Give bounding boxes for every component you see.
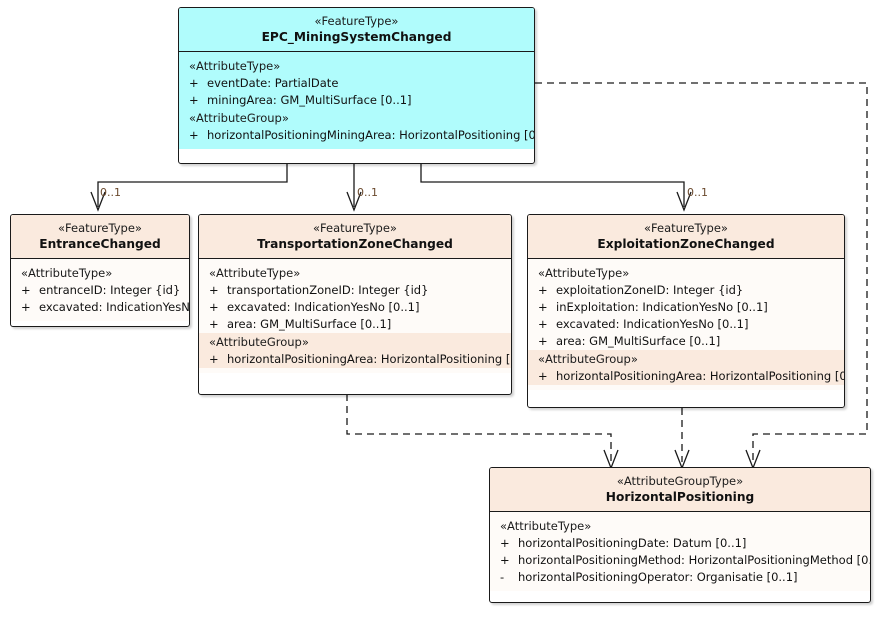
section-label-attributetype: «AttributeType» bbox=[189, 59, 281, 73]
attribute-row: + horizontalPositioningArea: HorizontalP… bbox=[199, 351, 511, 368]
attributegroup-band: «AttributeGroup» + horizontalPositioning… bbox=[199, 333, 511, 368]
class-stereotype: «FeatureType» bbox=[58, 221, 142, 235]
attribute-text: entranceID: Integer {id} bbox=[39, 283, 181, 297]
arrowhead-mining-dep bbox=[745, 449, 761, 470]
visibility-marker: - bbox=[500, 570, 505, 584]
attribute-row: - horizontalPositioningOperator: Organis… bbox=[490, 569, 870, 586]
visibility-marker: + bbox=[189, 128, 199, 142]
visibility-marker: + bbox=[21, 300, 31, 314]
class-body-exploitationzonechanged: «AttributeType» + exploitationZoneID: In… bbox=[528, 259, 844, 390]
attribute-text: horizontalPositioningOperator: Organisat… bbox=[518, 570, 798, 584]
class-box-entrancechanged[interactable]: «FeatureType» EntranceChanged «Attribute… bbox=[10, 214, 190, 327]
attribute-text: miningArea: GM_MultiSurface [0..1] bbox=[207, 93, 412, 107]
attribute-text: eventDate: PartialDate bbox=[207, 76, 339, 90]
attribute-text: area: GM_MultiSurface [0..1] bbox=[556, 334, 721, 348]
section-label-attributegroup: «AttributeGroup» bbox=[209, 335, 309, 349]
class-box-transportationzonechanged[interactable]: «FeatureType» TransportationZoneChanged … bbox=[198, 214, 512, 395]
class-name: ExploitationZoneChanged bbox=[597, 237, 775, 251]
class-stereotype: «AttributeGroupType» bbox=[616, 474, 744, 488]
attribute-row: + horizontalPositioningArea: HorizontalP… bbox=[528, 368, 844, 385]
attribute-row: + inExploitation: IndicationYesNo [0..1] bbox=[528, 299, 844, 316]
attribute-text: horizontalPositioningArea: HorizontalPos… bbox=[227, 352, 512, 366]
visibility-marker: + bbox=[538, 334, 548, 348]
visibility-marker: + bbox=[209, 283, 219, 297]
attribute-text: area: GM_MultiSurface [0..1] bbox=[227, 317, 392, 331]
section-label-attributetype: «AttributeType» bbox=[538, 266, 630, 280]
attribute-text: excavated: IndicationYesNo [0..1] bbox=[227, 300, 420, 314]
class-header-entrancechanged: «FeatureType» EntranceChanged bbox=[11, 215, 189, 259]
attribute-row: + horizontalPositioningMiningArea: Horiz… bbox=[179, 127, 534, 144]
class-name: EntranceChanged bbox=[39, 237, 161, 251]
attribute-text: horizontalPositioningArea: HorizontalPos… bbox=[556, 369, 845, 383]
connector-mining-to-exploitation bbox=[420, 163, 692, 212]
attribute-text: horizontalPositioningDate: Datum [0..1] bbox=[518, 536, 747, 550]
section-label-attributetype: «AttributeType» bbox=[500, 519, 592, 533]
attribute-row: + excavated: IndicationYesNo [0..1] bbox=[528, 316, 844, 333]
attribute-text: horizontalPositioningMethod: HorizontalP… bbox=[518, 553, 871, 567]
visibility-marker: + bbox=[189, 76, 199, 90]
attribute-text: exploitationZoneID: Integer {id} bbox=[556, 283, 744, 297]
attributegroup-band: «AttributeGroup» + horizontalPositioning… bbox=[528, 350, 844, 385]
multiplicity-label-exploitation: 0..1 bbox=[687, 186, 708, 199]
attribute-text: horizontalPositioningMiningArea: Horizon… bbox=[207, 128, 535, 142]
class-header-horizontalpositioning: «AttributeGroupType» HorizontalPositioni… bbox=[490, 468, 870, 512]
multiplicity-label-entrance: 0..1 bbox=[100, 186, 121, 199]
visibility-marker: + bbox=[500, 536, 510, 550]
multiplicity-label-transportation: 0..1 bbox=[357, 186, 378, 199]
class-stereotype: «FeatureType» bbox=[314, 14, 399, 28]
section-label-attributetype: «AttributeType» bbox=[209, 266, 301, 280]
attribute-row: + excavated: IndicationYesNo [0..1] bbox=[199, 299, 511, 316]
visibility-marker: + bbox=[21, 283, 31, 297]
section-label-attributegroup: «AttributeGroup» bbox=[189, 111, 289, 125]
visibility-marker: + bbox=[209, 352, 219, 366]
class-header-epc-miningsystemchanged: «FeatureType» EPC_MiningSystemChanged bbox=[179, 8, 534, 52]
attribute-row: + area: GM_MultiSurface [0..1] bbox=[199, 316, 511, 333]
attribute-row: + excavated: IndicationYesNo bbox=[11, 299, 189, 316]
attribute-text: transportationZoneID: Integer {id} bbox=[227, 283, 429, 297]
visibility-marker: + bbox=[209, 300, 219, 314]
attribute-row: + horizontalPositioningMethod: Horizonta… bbox=[490, 552, 870, 569]
class-box-horizontalpositioning[interactable]: «AttributeGroupType» HorizontalPositioni… bbox=[489, 467, 871, 603]
class-stereotype: «FeatureType» bbox=[644, 221, 728, 235]
attribute-row: + miningArea: GM_MultiSurface [0..1] bbox=[179, 92, 534, 109]
visibility-marker: + bbox=[538, 317, 548, 331]
attribute-row: + entranceID: Integer {id} bbox=[11, 282, 189, 299]
attribute-row: + area: GM_MultiSurface [0..1] bbox=[528, 333, 844, 350]
attribute-text: inExploitation: IndicationYesNo [0..1] bbox=[556, 300, 768, 314]
attribute-row: + transportationZoneID: Integer {id} bbox=[199, 282, 511, 299]
class-header-transportationzonechanged: «FeatureType» TransportationZoneChanged bbox=[199, 215, 511, 259]
class-name: EPC_MiningSystemChanged bbox=[261, 30, 452, 44]
visibility-marker: + bbox=[500, 553, 510, 567]
attribute-row: + exploitationZoneID: Integer {id} bbox=[528, 282, 844, 299]
visibility-marker: + bbox=[538, 283, 548, 297]
arrowhead-transportation-dep bbox=[603, 449, 619, 470]
class-header-exploitationzonechanged: «FeatureType» ExploitationZoneChanged bbox=[528, 215, 844, 259]
section-label-attributegroup: «AttributeGroup» bbox=[538, 352, 638, 366]
class-body-horizontalpositioning: «AttributeType» + horizontalPositioningD… bbox=[490, 512, 870, 591]
attribute-row: + eventDate: PartialDate bbox=[179, 75, 534, 92]
class-name: TransportationZoneChanged bbox=[257, 237, 453, 251]
class-body-transportationzonechanged: «AttributeType» + transportationZoneID: … bbox=[199, 259, 511, 373]
class-box-epc-miningsystemchanged[interactable]: «FeatureType» EPC_MiningSystemChanged «A… bbox=[178, 7, 535, 164]
section-label-attributetype: «AttributeType» bbox=[21, 266, 113, 280]
visibility-marker: + bbox=[538, 369, 548, 383]
visibility-marker: + bbox=[538, 300, 548, 314]
attribute-text: excavated: IndicationYesNo [0..1] bbox=[556, 317, 749, 331]
attribute-row: + horizontalPositioningDate: Datum [0..1… bbox=[490, 535, 870, 552]
visibility-marker: + bbox=[189, 93, 199, 107]
class-stereotype: «FeatureType» bbox=[313, 221, 397, 235]
attribute-text: excavated: IndicationYesNo bbox=[39, 300, 190, 314]
class-name: HorizontalPositioning bbox=[605, 490, 755, 504]
class-body-entrancechanged: «AttributeType» + entranceID: Integer {i… bbox=[11, 259, 189, 321]
arrowhead-exploitation-dep bbox=[674, 449, 690, 470]
visibility-marker: + bbox=[209, 317, 219, 331]
class-box-exploitationzonechanged[interactable]: «FeatureType» ExploitationZoneChanged «A… bbox=[527, 214, 845, 408]
class-body-epc-miningsystemchanged: «AttributeType» + eventDate: PartialDate… bbox=[179, 52, 534, 149]
